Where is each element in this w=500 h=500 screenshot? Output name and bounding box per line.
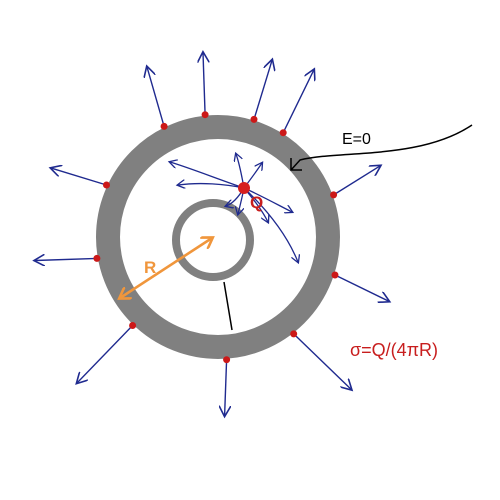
radius-arrow <box>120 238 212 298</box>
outside-field-line <box>334 274 389 301</box>
outside-field-line <box>35 258 97 260</box>
connector-line <box>223 281 233 331</box>
surface-charges <box>93 111 339 364</box>
surface-charge-dot <box>223 356 231 364</box>
radius-label: R <box>144 258 156 277</box>
outside-field-line <box>293 333 352 390</box>
surface-charge-dot <box>250 115 258 123</box>
inner-shell <box>172 199 254 281</box>
outside-field-line <box>51 168 107 186</box>
outside-field-line <box>333 166 381 196</box>
charge-label: Q <box>250 193 263 212</box>
surface-charge-dot <box>93 254 101 262</box>
surface-charge-dot <box>103 181 110 189</box>
surface-charge-dot <box>330 191 338 199</box>
point-charge <box>238 182 250 194</box>
e-zero-pointer <box>290 124 473 171</box>
e-zero-pointer-head <box>290 158 302 171</box>
outer-conducting-shell <box>96 115 340 359</box>
surface-charge-dot <box>290 330 298 338</box>
outside-field-line <box>225 359 227 416</box>
outside-field-line <box>147 67 165 127</box>
surface-density-formula: σ=Q/(4πR) <box>350 340 438 360</box>
surface-charge-dot <box>160 122 168 130</box>
outside-field-line <box>282 70 314 134</box>
surface-charge-dot <box>331 271 339 279</box>
surface-charge-dot <box>129 322 137 329</box>
field-zero-label: E=0 <box>342 131 371 148</box>
field-line-q-1 <box>170 162 245 189</box>
outside-field-line <box>77 325 134 384</box>
outside-field-line <box>203 53 205 115</box>
outside-field-line <box>253 60 272 120</box>
surface-charge-dot <box>279 129 287 137</box>
surface-charge-dot <box>201 111 209 119</box>
outside-field-lines <box>35 53 389 416</box>
field-line-q-6 <box>243 187 298 262</box>
